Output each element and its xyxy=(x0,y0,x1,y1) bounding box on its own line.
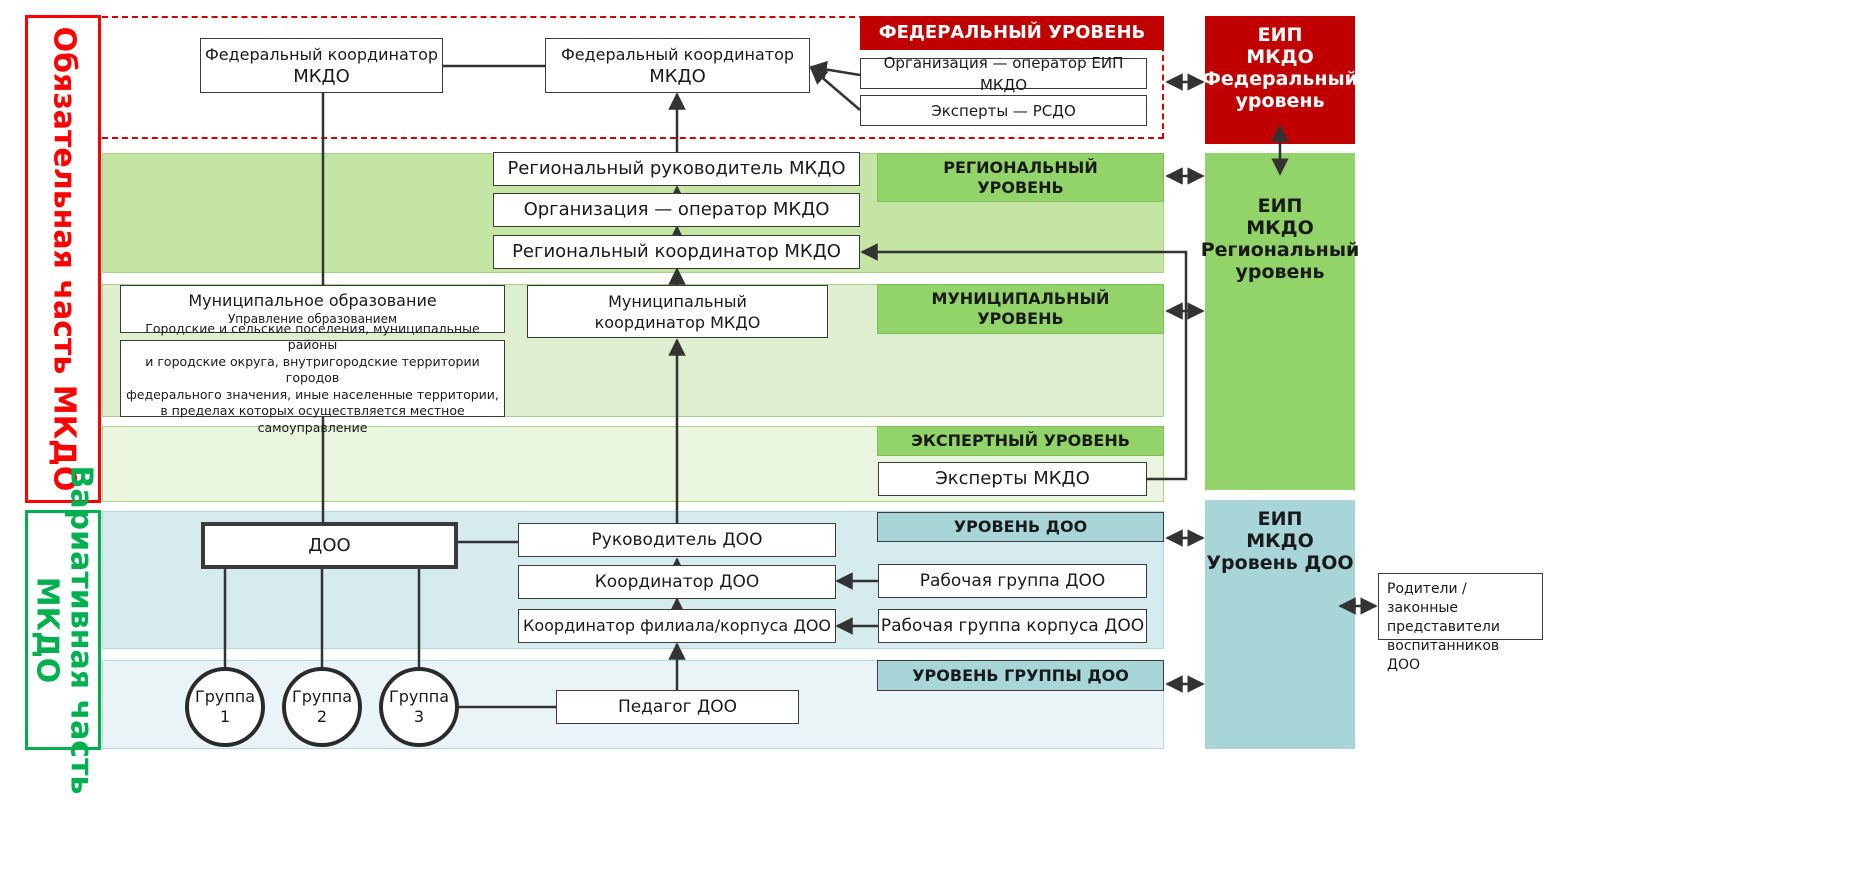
regional-operator-box: Организация — оператор МКДО xyxy=(493,193,860,227)
eip-regional-panel: ЕИП МКДО Региональный уровень xyxy=(1201,153,1359,490)
doo-branch-work-group-box: Рабочая группа корпуса ДОО xyxy=(878,609,1147,643)
municipal-coordinator-line1: Муниципальный xyxy=(608,291,747,311)
group-1-line1: Группа xyxy=(194,687,256,706)
doo-box: ДОО xyxy=(201,522,458,569)
group-2-circle: Группа 2 xyxy=(282,667,362,747)
federal-experts-box: Эксперты — РСДО xyxy=(860,95,1147,126)
eip-regional-line: МКДО xyxy=(1246,217,1314,239)
parents-box: Родители / законные представители воспит… xyxy=(1378,573,1543,673)
doo-coordinator-box: Координатор ДОО xyxy=(518,565,836,599)
group-3-line2: 3 xyxy=(413,707,425,726)
municipal-level-tag-text: МУНИЦИПАЛЬНЫЙ УРОВЕНЬ xyxy=(931,289,1110,328)
eip-doo-panel: ЕИП МКДО Уровень ДОО xyxy=(1205,500,1355,749)
group-3-circle: Группа 3 xyxy=(379,667,459,747)
parents-line: представители xyxy=(1387,619,1500,635)
doo-head-box: Руководитель ДОО xyxy=(518,523,836,557)
regional-head-box: Региональный руководитель МКДО xyxy=(493,152,860,186)
experts-mkdo-box: Эксперты МКДО xyxy=(878,462,1147,496)
eip-federal-panel: ЕИП МКДО Федеральный уровень xyxy=(1202,16,1358,144)
expert-level-tag: ЭКСПЕРТНЫЙ УРОВЕНЬ xyxy=(877,426,1164,456)
variative-part-label-line2: МКДО xyxy=(29,576,64,684)
eip-federal-line: Федеральный xyxy=(1202,68,1358,90)
eip-federal-line: уровень xyxy=(1235,90,1325,112)
eip-doo-line: Уровень ДОО xyxy=(1206,552,1354,574)
variative-part-frame: Вариативная часть МКДО xyxy=(25,466,101,794)
eip-federal-line: МКДО xyxy=(1246,46,1314,68)
federal-coordinator-left: Федеральный координатор МКДО xyxy=(200,38,443,93)
territories-line: федерального значения, иные населенные т… xyxy=(126,386,499,402)
federal-operator-box: Организация — оператор ЕИП МКДО xyxy=(860,54,1147,94)
territories-line: и городские округа, внутригородские терр… xyxy=(145,353,480,386)
federal-coordinator-right-line2: МКДО xyxy=(649,65,706,87)
group-3-line1: Группа xyxy=(388,687,450,706)
group-1-line2: 1 xyxy=(219,707,231,726)
eip-regional-line: Региональный xyxy=(1200,239,1360,261)
eip-federal-line: ЕИП xyxy=(1257,24,1303,46)
federal-level-tag: ФЕДЕРАЛЬНЫЙ УРОВЕНЬ xyxy=(860,16,1164,50)
parents-line: воспитанников ДОО xyxy=(1387,638,1500,673)
parents-line: Родители / законные xyxy=(1387,581,1467,616)
doo-level-tag: УРОВЕНЬ ДОО xyxy=(877,512,1164,542)
regional-coordinator-box: Региональный координатор МКДО xyxy=(493,235,860,269)
variative-part-label: Вариативная часть МКДО xyxy=(29,465,98,795)
eip-doo-line: ЕИП xyxy=(1257,508,1303,530)
federal-coordinator-left-line2: МКДО xyxy=(293,65,350,87)
regional-level-tag: РЕГИОНАЛЬНЫЙ УРОВЕНЬ xyxy=(877,153,1164,202)
doo-branch-coordinator-box: Координатор филиала/корпуса ДОО xyxy=(518,609,836,643)
eip-doo-line: МКДО xyxy=(1246,530,1314,552)
group-level-tag: УРОВЕНЬ ГРУППЫ ДОО xyxy=(877,660,1164,691)
federal-coordinator-right: Федеральный координатор МКДО xyxy=(545,38,810,93)
municipal-formation-title: Муниципальное образование xyxy=(188,291,437,310)
mandatory-part-label: Обязательная часть МКДО xyxy=(46,26,82,492)
municipal-territories-box: Городские и сельские поселения, муниципа… xyxy=(120,321,505,435)
municipal-coordinator-line2: координатор МКДО xyxy=(594,312,761,332)
teacher-box: Педагог ДОО xyxy=(556,690,799,724)
federal-coordinator-right-line1: Федеральный координатор xyxy=(560,44,795,64)
group-2-line1: Группа xyxy=(291,687,353,706)
doo-work-group-box: Рабочая группа ДОО xyxy=(878,564,1147,598)
eip-regional-line: ЕИП xyxy=(1257,195,1303,217)
municipal-formation-subtitle: Управление образованием xyxy=(227,312,398,326)
regional-level-tag-text: РЕГИОНАЛЬНЫЙ УРОВЕНЬ xyxy=(943,157,1098,197)
federal-coordinator-left-line1: Федеральный координатор xyxy=(204,44,439,64)
territories-line: Городские и сельские поселения, муниципа… xyxy=(145,320,480,353)
municipal-formation-box: Муниципальное образование Управление обр… xyxy=(120,285,505,333)
municipal-coordinator-box: Муниципальный координатор МКДО xyxy=(527,285,828,338)
group-2-line2: 2 xyxy=(316,707,328,726)
variative-part-label-line1: Вариативная часть xyxy=(63,465,98,795)
municipal-level-tag: МУНИЦИПАЛЬНЫЙ УРОВЕНЬ xyxy=(877,284,1164,334)
eip-regional-line: уровень xyxy=(1235,261,1325,283)
territories-line: в пределах которых осуществляется местно… xyxy=(160,403,465,435)
group-1-circle: Группа 1 xyxy=(185,667,265,747)
mandatory-part-frame: Обязательная часть МКДО xyxy=(25,15,101,503)
